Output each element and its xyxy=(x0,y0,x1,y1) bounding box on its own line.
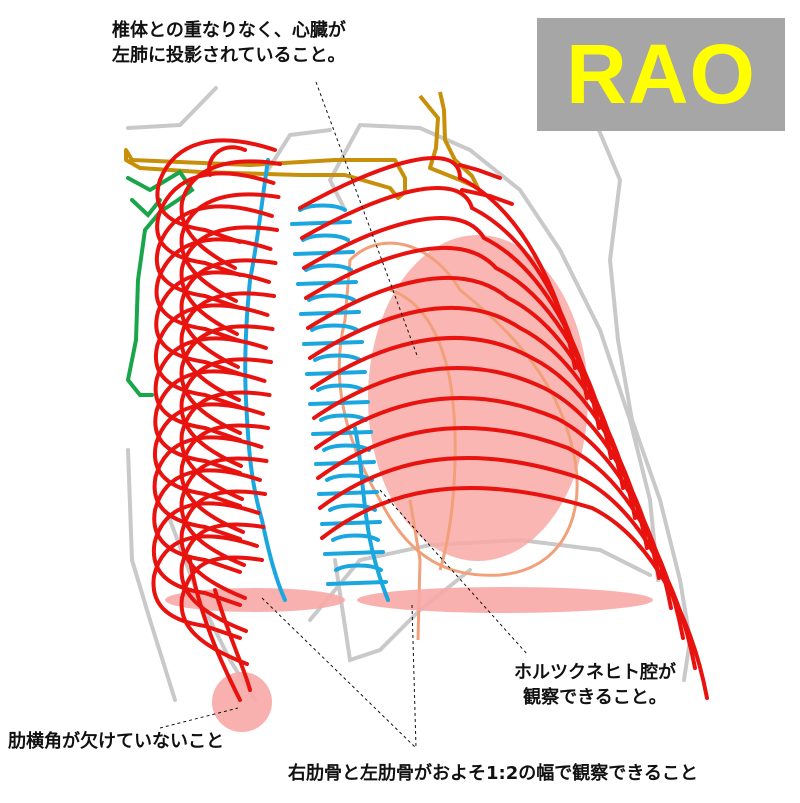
rib-right-posterior xyxy=(154,237,273,343)
rib-right-anterior xyxy=(179,489,267,600)
rib-right-anterior xyxy=(179,522,266,633)
rib-right-anterior xyxy=(179,555,264,666)
shoulder-line-left xyxy=(126,86,218,130)
rib-right-posterior xyxy=(151,501,261,607)
rib-right-anterior xyxy=(179,357,273,468)
rib-right-posterior xyxy=(152,468,262,574)
pointer-bottom-b xyxy=(411,604,417,749)
pointer-top xyxy=(315,81,419,359)
torso-outline-left xyxy=(126,448,177,702)
vertebra xyxy=(296,280,358,286)
rib-right-posterior xyxy=(155,138,277,244)
rib-right-anterior xyxy=(179,390,272,501)
rib-right-posterior xyxy=(154,204,274,310)
rao-view-badge: RAO xyxy=(537,18,785,131)
rib-left xyxy=(320,486,709,700)
rib-right-lower xyxy=(213,588,252,692)
rib-right-posterior xyxy=(155,171,276,277)
scapula-inner xyxy=(130,198,162,218)
annotation-line: ホルツクネヒト腔が xyxy=(514,662,676,683)
clavicle xyxy=(124,91,480,200)
annotation-line: 観察できること。 xyxy=(523,687,667,708)
annotation-rib-ratio: 右肋骨と左肋骨がおよそ1:2の幅で観察できること xyxy=(288,763,698,784)
heart-outline-inner xyxy=(389,288,457,571)
vertebra xyxy=(307,293,356,302)
rib-right-anterior xyxy=(179,324,275,435)
rib-right-posterior xyxy=(154,303,270,409)
rib-right-anterior xyxy=(179,159,282,270)
vertebra xyxy=(320,520,382,526)
spine xyxy=(243,158,390,602)
costophrenic-angle-marker xyxy=(212,672,272,732)
pointer-left xyxy=(159,707,239,729)
vertebra xyxy=(314,460,376,466)
scapula-outline xyxy=(125,169,195,397)
rib-left-top xyxy=(458,163,502,180)
scapula xyxy=(125,169,195,397)
rib-right-anterior xyxy=(179,225,279,336)
rib-right-anterior xyxy=(179,291,276,402)
rib-right-posterior xyxy=(152,402,265,508)
vertebra xyxy=(313,353,362,362)
vertebra xyxy=(298,203,347,212)
rib-right-posterior xyxy=(153,336,268,442)
rib-right-anterior xyxy=(179,456,269,567)
vertebra xyxy=(310,323,359,332)
vertebra xyxy=(323,550,385,556)
lung-outline-left xyxy=(266,128,332,172)
annotation-line: 椎体との重なりなく、心臓が xyxy=(112,20,346,41)
vertebra xyxy=(304,263,353,272)
rib-right-top xyxy=(207,145,247,177)
spine-left-edge xyxy=(243,158,287,602)
annotation-heart-projection: 椎体との重なりなく、心臓が 左肺に投影されていること。 xyxy=(112,18,346,68)
pointer-right xyxy=(379,489,529,656)
annotation-costophrenic-angle: 肋横角が欠けていないこと xyxy=(8,731,224,752)
rib-right-posterior xyxy=(151,534,259,640)
rib-right-posterior xyxy=(152,435,264,541)
rib-right-anterior xyxy=(179,192,281,303)
aorta-line xyxy=(408,499,422,641)
rib-left-top xyxy=(460,188,514,206)
vertebra xyxy=(301,233,350,242)
vertebra xyxy=(293,250,355,256)
vertebra xyxy=(290,220,352,226)
vertebra xyxy=(334,563,383,572)
rib-right-anterior xyxy=(179,423,270,534)
rib-right-posterior xyxy=(154,270,271,376)
pointer-lines xyxy=(159,81,529,749)
rib-right-anterior xyxy=(179,258,278,369)
vertebra xyxy=(331,533,380,542)
costophrenic-shadow-left xyxy=(357,587,653,613)
vertebra xyxy=(319,413,368,422)
vertebra xyxy=(326,580,388,586)
rib-right-lower xyxy=(188,558,242,702)
vertebra xyxy=(316,383,365,392)
vertebra xyxy=(317,490,379,496)
annotation-holzknecht-space: ホルツクネヒト腔が 観察できること。 xyxy=(514,660,676,710)
ribs xyxy=(151,138,709,702)
pointer-bottom-a xyxy=(261,597,417,749)
annotation-line: 左肺に投影されていること。 xyxy=(112,45,346,66)
lung-outline-right xyxy=(327,122,660,582)
rib-right-posterior xyxy=(153,369,267,475)
